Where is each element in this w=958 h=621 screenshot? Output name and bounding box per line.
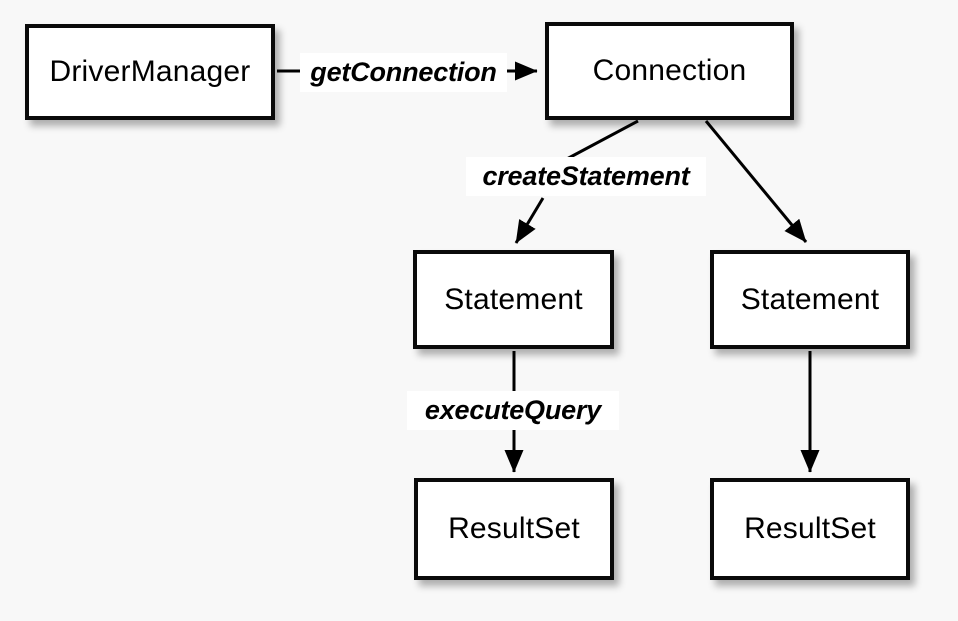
node-label-statement-right: Statement bbox=[740, 282, 880, 316]
node-statement-right[interactable]: Statement bbox=[710, 250, 910, 349]
node-connection[interactable]: Connection bbox=[545, 22, 794, 120]
edge-label-createstatement: createStatement bbox=[466, 157, 706, 196]
node-statement-left[interactable]: Statement bbox=[413, 250, 614, 349]
node-label-connection: Connection bbox=[592, 54, 747, 87]
node-driver-manager[interactable]: DriverManager bbox=[25, 24, 275, 120]
node-label-resultset-left: ResultSet bbox=[448, 512, 580, 545]
edge-label-getconnection: getConnection bbox=[300, 53, 507, 92]
node-label-driver-manager: DriverManager bbox=[49, 55, 251, 88]
edge-label-executequery: executeQuery bbox=[407, 391, 619, 430]
edge-createstatement-right bbox=[704, 120, 808, 243]
node-label-statement-left: Statement bbox=[444, 282, 583, 316]
node-label-resultset-right: ResultSet bbox=[744, 512, 876, 545]
node-resultset-right[interactable]: ResultSet bbox=[710, 478, 910, 580]
node-resultset-left[interactable]: ResultSet bbox=[414, 478, 614, 580]
